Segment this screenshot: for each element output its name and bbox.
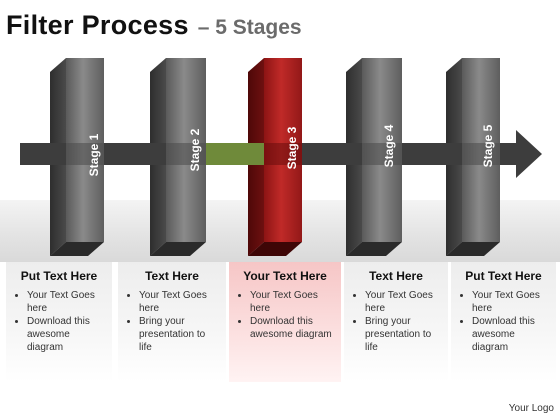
stage-label-5: Stage 5 [481,124,495,167]
stage-label-1: Stage 1 [87,133,101,176]
column-heading: Put Text Here [465,269,542,283]
stage-label-3: Stage 3 [285,126,299,169]
bullet-list: Your Text Goes here Download this awesom… [14,289,104,354]
column-heading: Your Text Here [243,269,327,283]
bullet-item: Bring your presentation to life [139,315,218,354]
title-main: Filter Process [6,10,189,40]
bullet-item: Your Text Goes here [365,289,440,315]
bullet-list: Your Text Goes here Bring your presentat… [126,289,218,354]
bullet-item: Bring your presentation to life [365,315,440,354]
bullet-item: Your Text Goes here [250,289,333,315]
stage-label-4: Stage 4 [382,124,396,167]
text-column-3: Your Text Here Your Text Goes here Downl… [229,262,341,382]
logo-placeholder: Your Logo [508,403,554,414]
bullet-item: Download this awesome diagram [27,315,104,354]
bullet-item: Your Text Goes here [139,289,218,315]
column-heading: Text Here [145,269,199,283]
filter-diagram: Stage 1 Stage 2 Stage 3 Stage 4 Stage 5 [20,58,542,256]
highlight-arrow-segment [206,143,264,165]
text-column-4: Text Here Your Text Goes here Bring your… [344,262,448,382]
bullet-item: Your Text Goes here [472,289,548,315]
bullet-item: Your Text Goes here [27,289,104,315]
text-column-5: Put Text Here Your Text Goes here Downlo… [451,262,556,382]
bullet-list: Your Text Goes here Download this awesom… [459,289,548,354]
bullet-list: Your Text Goes here Bring your presentat… [352,289,440,354]
bullet-item: Download this awesome diagram [250,315,333,341]
text-column-1: Put Text Here Your Text Goes here Downlo… [6,262,112,382]
column-heading: Text Here [369,269,423,283]
bullet-list: Your Text Goes here Download this awesom… [237,289,333,341]
process-arrow [20,130,542,178]
page-title: Filter Process – 5 Stages [6,6,302,45]
text-column-2: Text Here Your Text Goes here Bring your… [118,262,226,382]
title-subtitle: – 5 Stages [197,16,302,39]
bullet-item: Download this awesome diagram [472,315,548,354]
column-heading: Put Text Here [20,269,98,283]
arrow-head [500,130,542,178]
stage-label-2: Stage 2 [188,128,202,171]
